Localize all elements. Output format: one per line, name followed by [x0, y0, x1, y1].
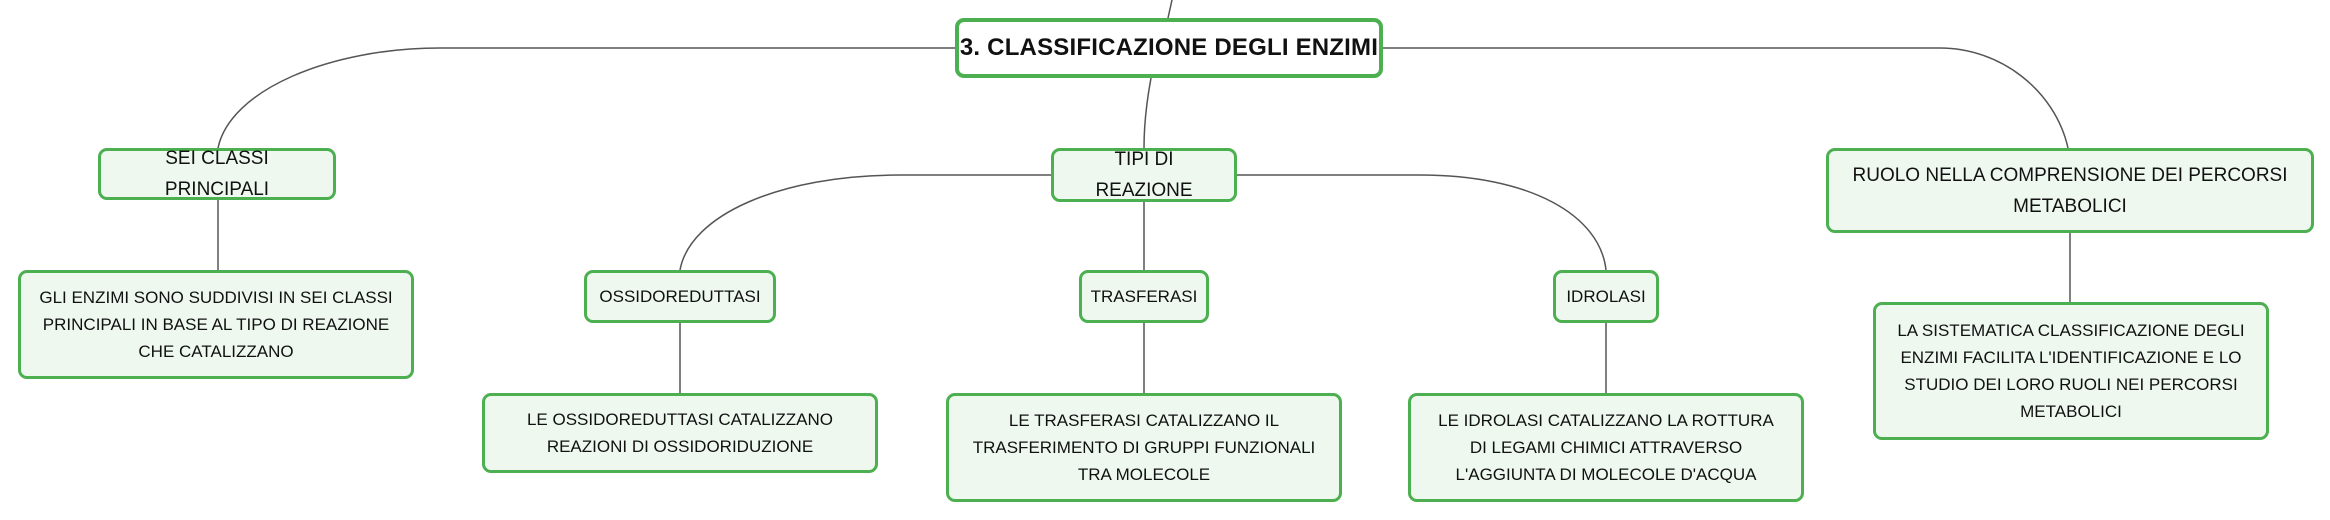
connector-tipi-to-ossidoreduttasi: [679, 174, 1051, 271]
connector-tipi-to-idrolasi: [1237, 174, 1607, 271]
detail-ruolo[interactable]: LA SISTEMATICA CLASSIFICAZIONE DEGLI ENZ…: [1873, 302, 2269, 440]
connector-root-to-sei-classi: [217, 47, 955, 149]
connector-root-to-tipi-reazione: [1143, 77, 1152, 149]
topic-sei-classi-principali[interactable]: SEI CLASSI PRINCIPALI: [98, 148, 336, 200]
topic-trasferasi[interactable]: TRASFERASI: [1079, 270, 1209, 323]
detail-sei-classi[interactable]: GLI ENZIMI SONO SUDDIVISI IN SEI CLASSI …: [18, 270, 414, 379]
root-topic[interactable]: 3. CLASSIFICAZIONE DEGLI ENZIMI: [955, 18, 1383, 78]
topic-ossidoreduttasi[interactable]: OSSIDOREDUTTASI: [584, 270, 776, 323]
connector-parent-to-root: [1167, 0, 1173, 19]
detail-trasferasi[interactable]: LE TRASFERASI CATALIZZANO IL TRASFERIMEN…: [946, 393, 1342, 502]
topic-ruolo-percorsi-metabolici[interactable]: RUOLO NELLA COMPRENSIONE DEI PERCORSI ME…: [1826, 148, 2314, 233]
topic-idrolasi[interactable]: IDROLASI: [1553, 270, 1659, 323]
connector-root-to-ruolo: [1383, 47, 2069, 149]
detail-idrolasi[interactable]: LE IDROLASI CATALIZZANO LA ROTTURA DI LE…: [1408, 393, 1804, 502]
detail-ossidoreduttasi[interactable]: LE OSSIDOREDUTTASI CATALIZZANO REAZIONI …: [482, 393, 878, 473]
topic-tipi-di-reazione[interactable]: TIPI DI REAZIONE: [1051, 148, 1237, 202]
